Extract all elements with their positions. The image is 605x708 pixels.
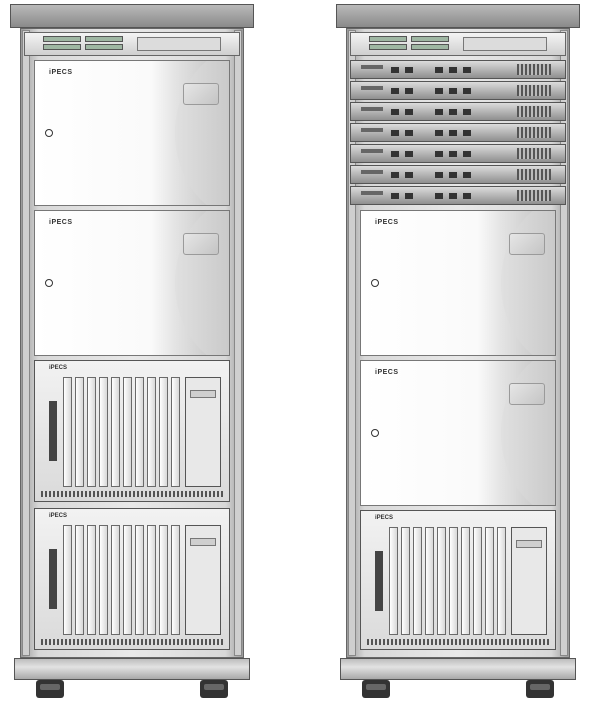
brand-label: iPECS [375,219,399,226]
main-cabinet: iPECS [360,210,556,356]
brand-label: iPECS [49,513,68,519]
brand-label: iPECS [375,369,399,376]
card-cabinet: iPECS [360,510,556,650]
display-panel [509,233,545,255]
gateway-unit [350,165,566,184]
rack-right: iPECS iPECS iPECS [336,0,580,708]
gateway-unit [350,186,566,205]
rack-base [340,658,576,680]
main-cabinet: iPECS [34,60,230,206]
brand-label: iPECS [375,515,394,521]
display-panel [509,383,545,405]
gateway-unit [350,81,566,100]
rack-rail [348,30,356,656]
lock-icon [371,279,379,287]
rack-top [10,4,254,28]
brand-label: iPECS [49,365,68,371]
display-panel [183,233,219,255]
rack-left: iPECS iPECS iPECS iPECS [10,0,254,708]
main-cabinet: iPECS [34,210,230,356]
rack-rail [22,30,30,656]
rack-rail [560,30,568,656]
lock-icon [371,429,379,437]
gateway-unit [350,102,566,121]
rack-base [14,658,250,680]
lock-icon [45,129,53,137]
card-cabinet: iPECS [34,360,230,502]
rack-foot [362,680,390,698]
rack-foot [36,680,64,698]
rack-server [350,32,566,56]
gateway-unit [350,144,566,163]
rack-foot [200,680,228,698]
rack-rail [234,30,242,656]
display-panel [183,83,219,105]
card-cabinet: iPECS [34,508,230,650]
gateway-unit [350,60,566,79]
rack-top [336,4,580,28]
main-cabinet: iPECS [360,360,556,506]
brand-label: iPECS [49,219,73,226]
brand-label: iPECS [49,69,73,76]
gateway-unit [350,123,566,142]
lock-icon [45,279,53,287]
rack-foot [526,680,554,698]
rack-server [24,32,240,56]
